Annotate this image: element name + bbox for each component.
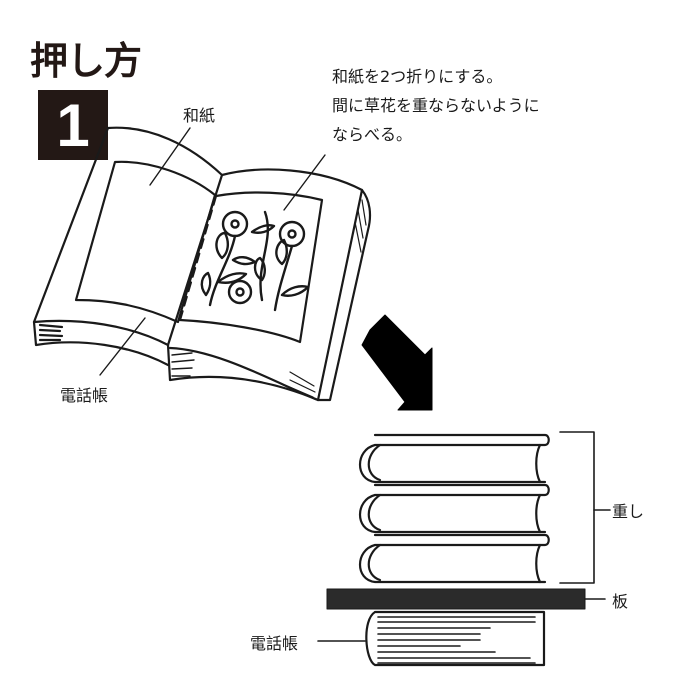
phonebook-closed: [317, 610, 546, 667]
open-phonebook-illustration: [32, 126, 372, 402]
pressed-flowers-drawing: [200, 210, 310, 312]
instruction-line: 和紙を2つ折りにする。: [332, 67, 503, 86]
instructions-text: 和紙を2つ折りにする。 間に草花を重ならないように ならべる。: [332, 62, 540, 149]
instruction-line: ならべる。: [332, 125, 413, 144]
label-weight: 重し: [612, 502, 645, 521]
board-plank: [326, 588, 586, 610]
arrow-down-right-icon: [361, 314, 433, 411]
weight-books-stack: [359, 431, 611, 584]
label-phonebook-bottom: 電話帳: [250, 634, 299, 653]
label-washi: 和紙: [183, 106, 216, 125]
label-phonebook-top: 電話帳: [60, 386, 109, 405]
step-number-badge: 1: [38, 90, 108, 160]
label-board: 板: [612, 592, 629, 611]
page-title: 押し方: [30, 39, 142, 83]
instruction-line: 間に草花を重ならないように: [332, 96, 540, 115]
step-number: 1: [56, 91, 90, 159]
